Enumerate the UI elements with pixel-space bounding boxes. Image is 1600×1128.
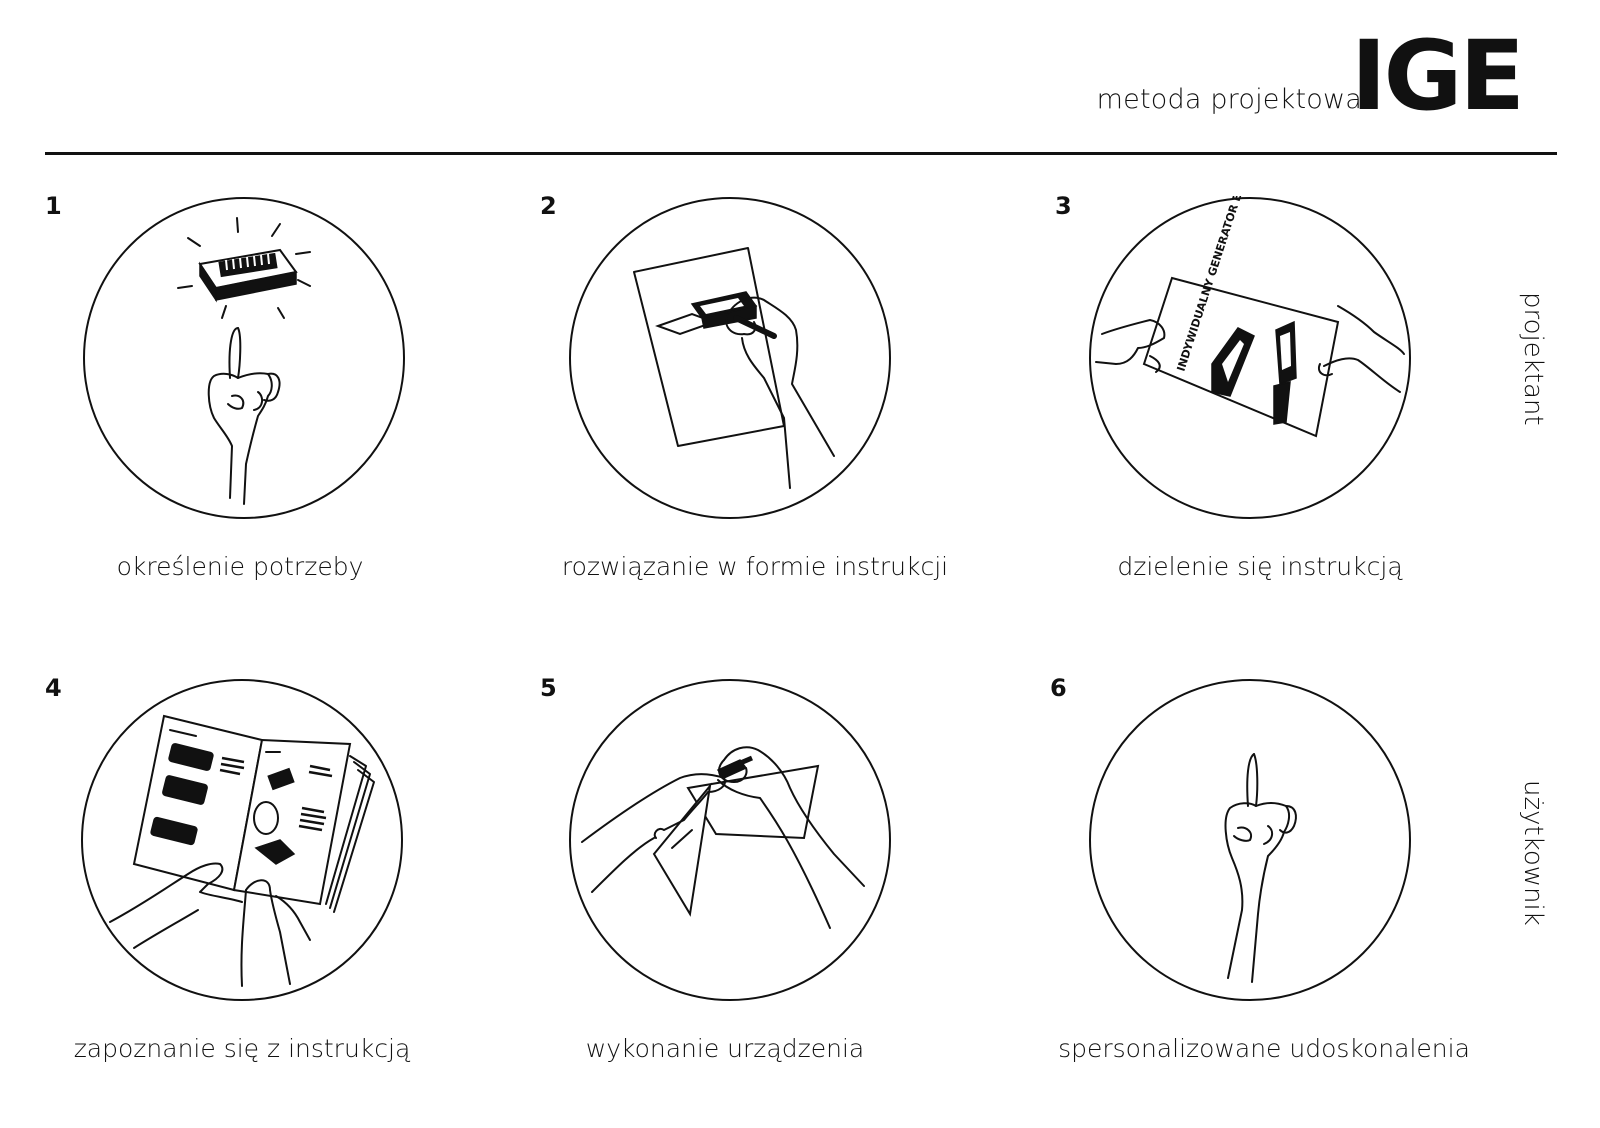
sharing-hands-icon: INDYWIDUALNY GENERATOR ENERGII — [1089, 196, 1411, 519]
step-6: 6 spersonalizowane udoskonalenia — [1010, 662, 1530, 1082]
reading-booklet-icon — [81, 679, 403, 1001]
step-caption: rozwiązanie w formie instrukcji — [561, 552, 949, 581]
step-number: 2 — [540, 192, 557, 220]
step-5: 5 wykonanie urządzenia — [495, 662, 1015, 1082]
ige-logo: IGE — [1350, 20, 1525, 132]
step-2: 2 rozwiązanie w formie instrukcji — [495, 180, 1015, 600]
raised-finger-icon — [1089, 679, 1411, 1001]
step-number: 4 — [45, 674, 62, 702]
step-caption: zapoznanie się z instrukcją — [73, 1034, 411, 1063]
step-number: 1 — [45, 192, 62, 220]
step-caption: spersonalizowane udoskonalenia — [1058, 1034, 1470, 1063]
step-number: 3 — [1055, 192, 1072, 220]
idea-box-icon — [83, 197, 405, 519]
step-number: 5 — [540, 674, 557, 702]
role-label-designer: projektant — [1518, 292, 1548, 426]
step-caption: wykonanie urządzenia — [585, 1034, 865, 1063]
step-caption: określenie potrzeby — [116, 552, 364, 581]
header-subtitle: metoda projektowa — [1096, 84, 1362, 115]
header-divider — [45, 152, 1557, 155]
step-3: 3 INDYWIDUALNY GENERATOR ENERGII dzielen… — [1010, 180, 1530, 600]
step-number: 6 — [1050, 674, 1067, 702]
step-4: 4 zapoznanie się z instrukcją — [0, 662, 520, 1082]
step-caption: dzielenie się instrukcją — [1117, 552, 1403, 581]
step-1: 1 określenie potrzeby — [0, 180, 520, 600]
role-label-user: użytkownik — [1518, 780, 1548, 926]
drawing-hand-icon — [569, 197, 891, 519]
building-hands-icon — [569, 679, 891, 1001]
